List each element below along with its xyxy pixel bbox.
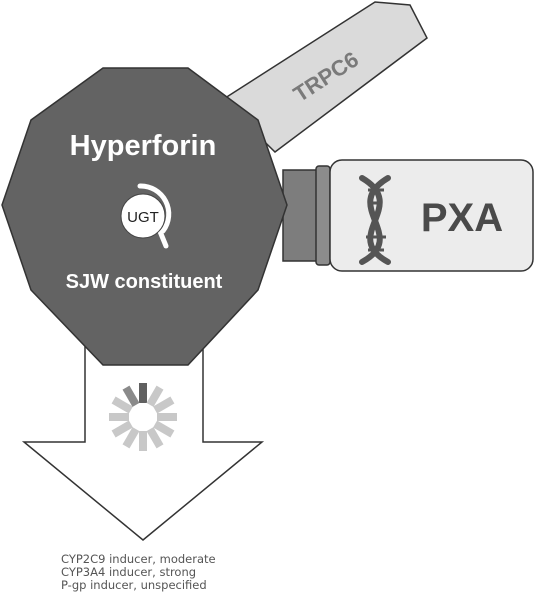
drug-subtitle: SJW constituent	[66, 271, 223, 293]
dna-helix-icon	[359, 175, 391, 265]
loading-spinner-icon	[109, 383, 177, 451]
spinner-segment	[153, 420, 175, 438]
spinner-segment	[146, 427, 164, 449]
trpc6-tab: TRPC6	[220, 1, 428, 153]
spinner-segment	[111, 396, 133, 414]
pxa-target: PXA	[282, 159, 534, 272]
spinner-segment	[122, 427, 140, 449]
effect-item: CYP3A4 inducer, strong	[61, 565, 197, 579]
hyperforin-octagon: Hyperforin UGT SJW constituent	[1, 67, 288, 366]
spinner-segment	[153, 396, 175, 414]
pxa-label: PXA	[421, 196, 503, 240]
spinner-segment	[146, 385, 164, 407]
spinner-segment	[111, 420, 133, 438]
effect-item: CYP2C9 inducer, moderate	[61, 552, 216, 566]
drug-name: Hyperforin	[70, 130, 217, 162]
effect-item: P-gp inducer, unspecified	[61, 578, 207, 592]
ugt-enzyme-icon: UGT	[120, 183, 172, 249]
ugt-label: UGT	[127, 209, 159, 226]
pxa-connector-joint	[315, 165, 331, 266]
spinner-segment	[122, 385, 140, 407]
